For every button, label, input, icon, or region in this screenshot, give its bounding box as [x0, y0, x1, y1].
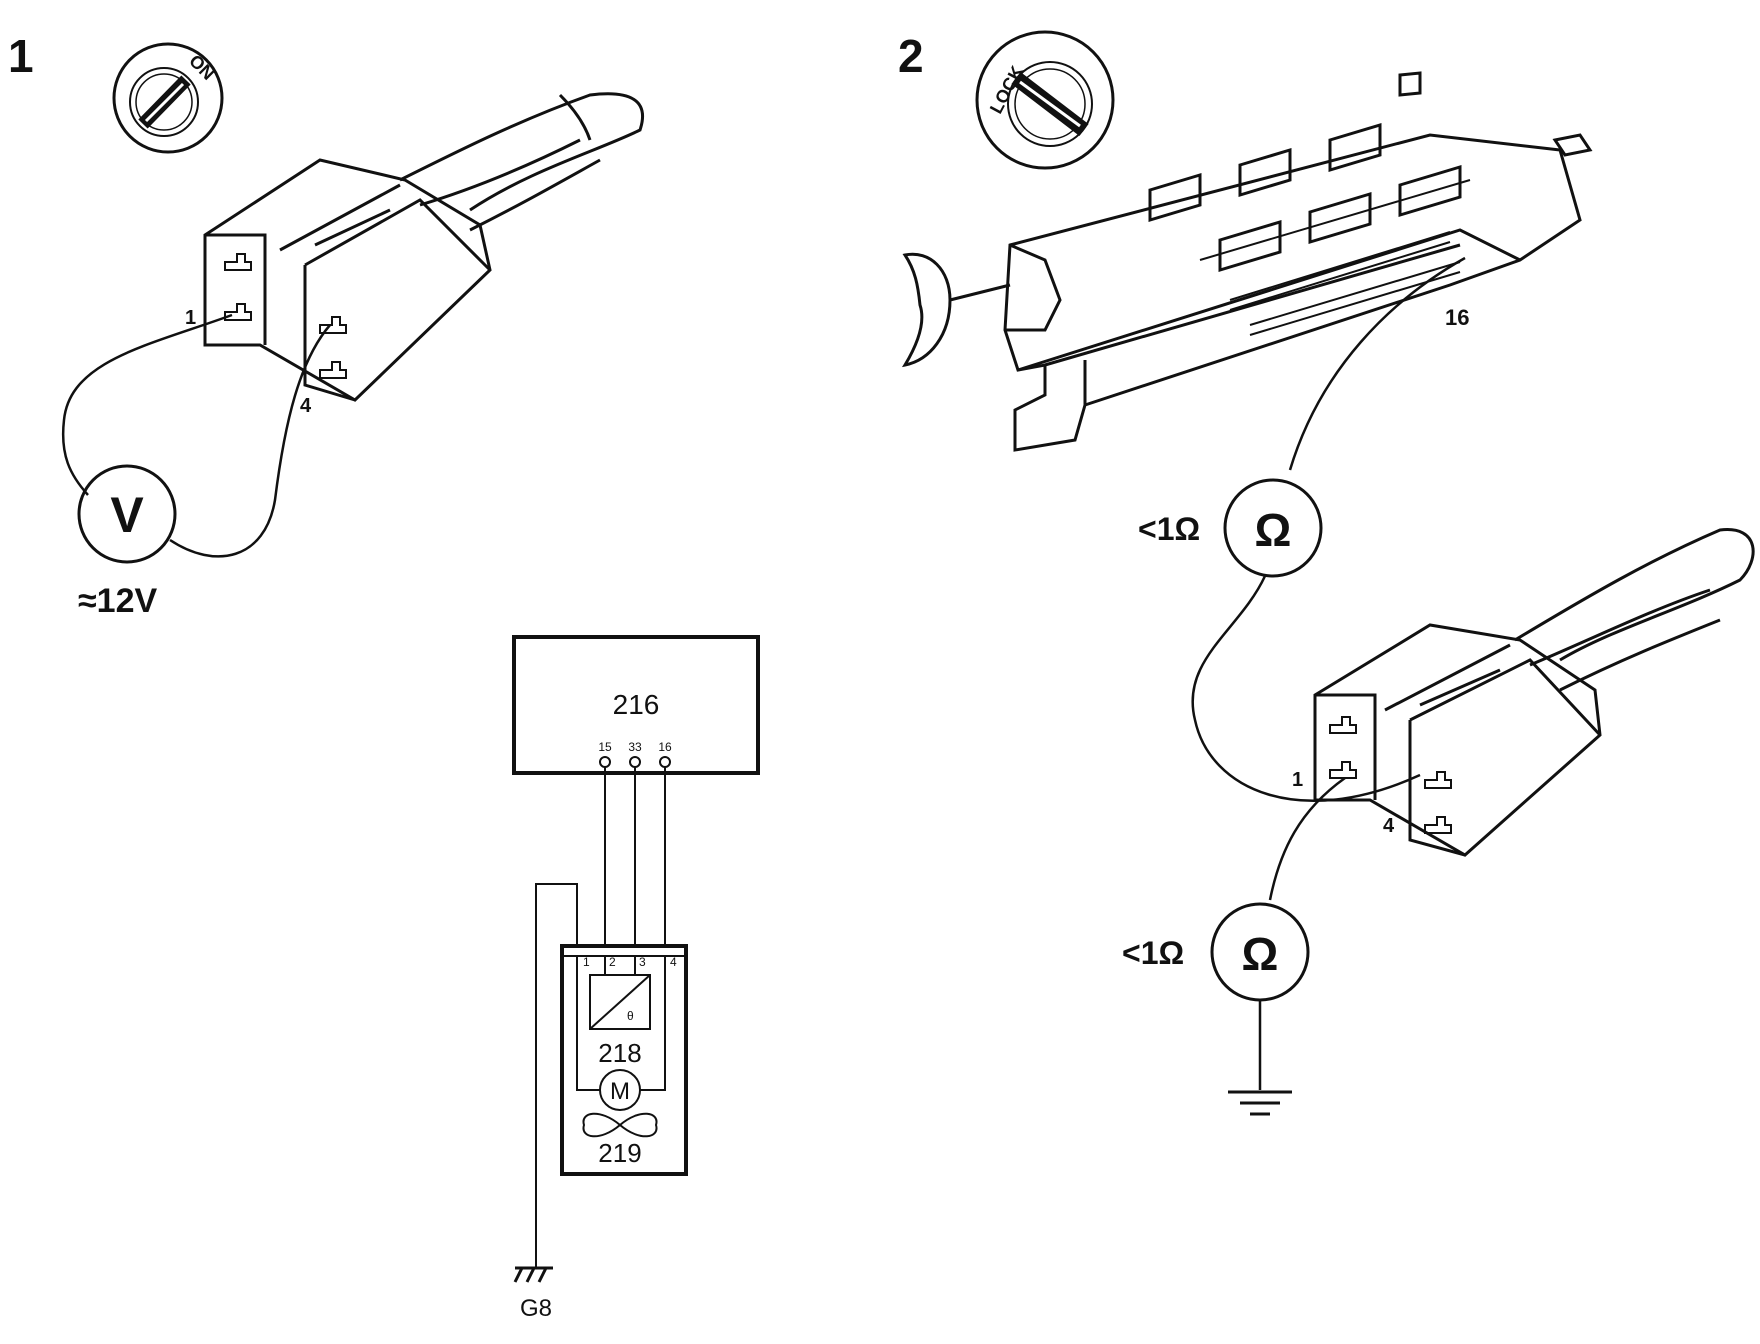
- connector-1-drawing: [203, 92, 644, 402]
- ecu-pin-15: 15: [598, 740, 612, 754]
- ohmmeter-lead-ecu: [1288, 256, 1466, 471]
- ohmmeter-lead-pin4: [1191, 575, 1421, 802]
- connector-2-drawing: [1313, 528, 1755, 857]
- resistance-reading-upper: <1Ω: [1138, 511, 1200, 547]
- ohmmeter-lead-pin1: [1268, 776, 1346, 901]
- resistance-reading-lower: <1Ω: [1122, 935, 1184, 971]
- ecu-pin-33: 33: [628, 740, 642, 754]
- voltmeter-symbol: V: [110, 487, 144, 543]
- ignition-switch-on-icon: [112, 42, 224, 154]
- step2-pin-4-label: 4: [1383, 815, 1395, 837]
- module-pin-2: 2: [609, 955, 616, 969]
- ignition-switch-lock-icon: [975, 30, 1115, 170]
- ground-icon: [1228, 1000, 1292, 1116]
- module-pin-4: 4: [670, 955, 677, 969]
- ohmmeter-upper-icon: [1223, 478, 1323, 578]
- step1-pin-1-label: 1: [185, 307, 196, 329]
- voltmeter-lead-pin4: [169, 324, 331, 558]
- step-2-number: 2: [898, 30, 924, 82]
- step1-pin-4-label: 4: [300, 395, 312, 417]
- sensor-218-label: 218: [598, 1038, 641, 1068]
- voltmeter-icon: [77, 464, 177, 564]
- fan-219-label: 219: [598, 1138, 641, 1168]
- module-pin-1: 1: [583, 955, 590, 969]
- ohmmeter-lower-symbol: Ω: [1242, 928, 1279, 980]
- ecu-216-label: 216: [613, 689, 660, 720]
- fan-module-box: [560, 944, 688, 1176]
- ecu-pin-16-label: 16: [1445, 305, 1469, 330]
- voltage-reading: ≈12V: [78, 582, 157, 620]
- voltmeter-lead-pin1: [61, 313, 233, 496]
- sensor-theta-symbol: θ: [627, 1009, 634, 1023]
- ground-g8-label: G8: [520, 1295, 552, 1322]
- chassis-ground-icon: [513, 1266, 553, 1283]
- step-1-number: 1: [8, 30, 34, 82]
- schematic-wires: [535, 767, 666, 1268]
- ecu-connector-drawing: [901, 71, 1593, 452]
- ecu-pin-16: 16: [658, 740, 672, 754]
- motor-symbol: M: [610, 1078, 630, 1105]
- ohmmeter-upper-symbol: Ω: [1255, 504, 1292, 556]
- step2-pin-1-label: 1: [1292, 769, 1303, 791]
- module-pin-3: 3: [639, 955, 646, 969]
